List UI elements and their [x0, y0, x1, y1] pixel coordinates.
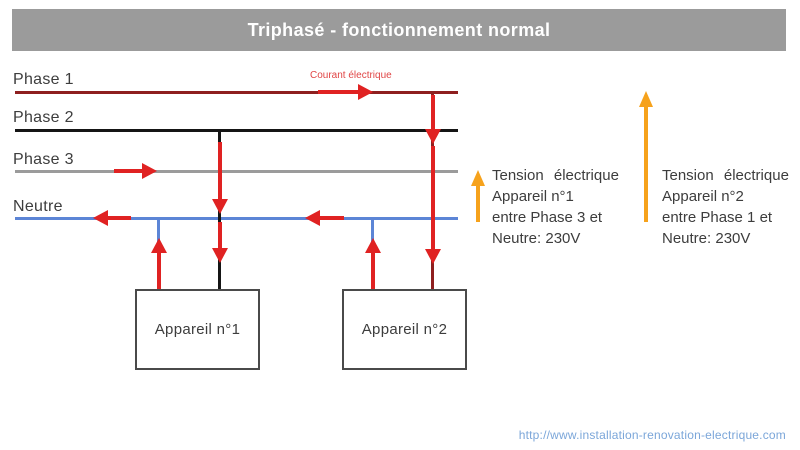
current-arrow-phase2drop-a-down-icon [212, 199, 228, 214]
current-arrow-neutredrop2-up-icon [365, 238, 381, 253]
current-arrow-phase2drop-b-shaft [218, 222, 222, 250]
voltage-note-2-line1: Tension électrique [662, 167, 789, 184]
current-arrow-phase1-shaft [318, 90, 360, 94]
current-arrow-phase1drop-a-shaft [431, 95, 435, 131]
phase2-line [15, 129, 458, 132]
neutre-line [15, 217, 458, 220]
phase3-line [15, 170, 458, 173]
voltage-note-1: Tension électrique Appareil n°1 entre Ph… [492, 165, 647, 249]
voltage-note-1-line4: Neutre: 230V [492, 230, 581, 247]
voltage-note-2-line3: entre Phase 1 et [662, 209, 773, 226]
current-arrow-neutredrop2-shaft [371, 252, 375, 289]
current-arrow-neutre1-left-icon [93, 210, 108, 226]
current-arrow-neutredrop1-shaft [157, 252, 161, 289]
courant-electrique-label: Courant électrique [310, 70, 392, 81]
title-bar: Triphasé - fonctionnement normal [12, 9, 786, 51]
current-arrow-neutre2-shaft [318, 216, 344, 220]
device-1-label: Appareil n°1 [154, 321, 241, 338]
page-title: Triphasé - fonctionnement normal [247, 19, 551, 40]
current-arrow-phase1drop-b-down-icon [425, 249, 441, 264]
device-box-1: Appareil n°1 [135, 289, 260, 370]
voltage-arrow-2-shaft [644, 105, 648, 222]
website-url: http://www.installation-renovation-elect… [518, 428, 786, 442]
current-arrow-phase3-shaft [114, 169, 144, 173]
current-arrow-phase1drop-a-down-icon [425, 129, 441, 144]
current-arrow-phase2drop-a-shaft [218, 142, 222, 200]
voltage-arrow-2-up-icon [639, 91, 653, 107]
current-arrow-phase3-right-icon [142, 163, 157, 179]
phase2-label: Phase 2 [13, 109, 74, 126]
voltage-note-1-line2: Appareil n°1 [492, 188, 574, 205]
device-box-2: Appareil n°2 [342, 289, 467, 370]
current-arrow-neutredrop1-up-icon [151, 238, 167, 253]
current-arrow-phase1-right-icon [358, 84, 373, 100]
voltage-arrow-1-up-icon [471, 170, 485, 186]
current-arrow-phase2drop-b-down-icon [212, 248, 228, 263]
current-arrow-neutre2-left-icon [305, 210, 320, 226]
phase1-line [15, 91, 458, 94]
current-arrow-neutre1-shaft [106, 216, 131, 220]
neutre-label: Neutre [13, 198, 63, 215]
voltage-note-2: Tension électrique Appareil n°2 entre Ph… [662, 165, 800, 249]
voltage-arrow-1-shaft [476, 184, 480, 222]
phase1-label: Phase 1 [13, 71, 74, 88]
phase3-label: Phase 3 [13, 151, 74, 168]
current-arrow-phase1drop-b-shaft [431, 146, 435, 250]
voltage-note-1-line1: Tension électrique [492, 167, 619, 184]
voltage-note-2-line2: Appareil n°2 [662, 188, 744, 205]
voltage-note-2-line4: Neutre: 230V [662, 230, 751, 247]
device-2-label: Appareil n°2 [361, 321, 448, 338]
voltage-note-1-line3: entre Phase 3 et [492, 209, 603, 226]
